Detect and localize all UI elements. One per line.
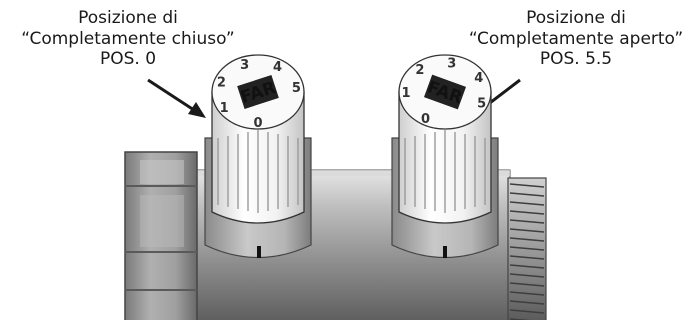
right-threaded-end [508,178,546,320]
dial-left-scale-number: 4 [273,60,282,75]
dial-left-scale-number: 0 [253,116,262,131]
dial-left-scale-number: 1 [220,101,229,116]
dial-right-scale-number: 1 [401,86,410,101]
dial-left-scale-number: 3 [240,58,249,73]
left-hex-nut [125,152,197,320]
dial-right-scale-number: 2 [415,63,424,78]
dial-right-scale-number: 0 [421,112,430,127]
arrow-closed [148,80,206,118]
dial-left-scale-number: 5 [292,81,301,96]
dial-right-scale-number: 3 [447,57,456,72]
dial-left-scale-number: 2 [217,76,226,91]
dial-right-scale-number: 4 [474,71,483,86]
dial-right-scale-number: 5 [477,96,486,111]
